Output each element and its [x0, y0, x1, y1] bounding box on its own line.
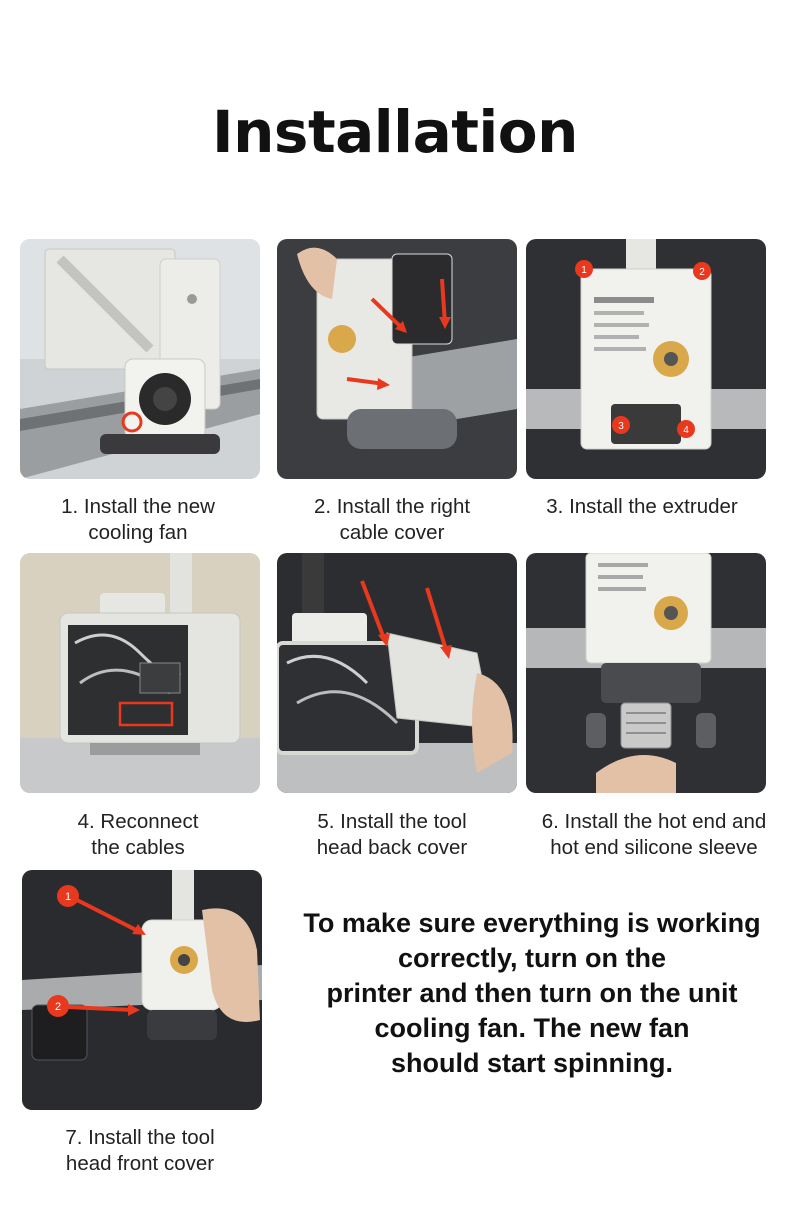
step-4-photo — [20, 553, 260, 793]
step-2-photo — [277, 239, 517, 479]
step-1-photo — [20, 239, 260, 479]
page-title: Installation — [212, 98, 578, 166]
step-3-callout-4: 4 — [683, 425, 689, 436]
step-7-callout-2: 2 — [55, 1001, 61, 1013]
step-3-callout-3: 3 — [618, 421, 624, 432]
step-6-photo — [526, 553, 766, 793]
step-3-photo: 1 2 3 4 — [526, 239, 766, 479]
step-7-callout-1: 1 — [65, 891, 71, 903]
step-7-photo: 1 2 — [22, 870, 262, 1110]
step-3-caption: 3. Install the extruder — [546, 495, 738, 518]
step-3-callout-1: 1 — [581, 265, 587, 276]
step-5-photo — [277, 553, 517, 793]
step-3-callout-2: 2 — [699, 267, 705, 278]
verification-note: To make sure everything is working corre… — [303, 908, 761, 1078]
